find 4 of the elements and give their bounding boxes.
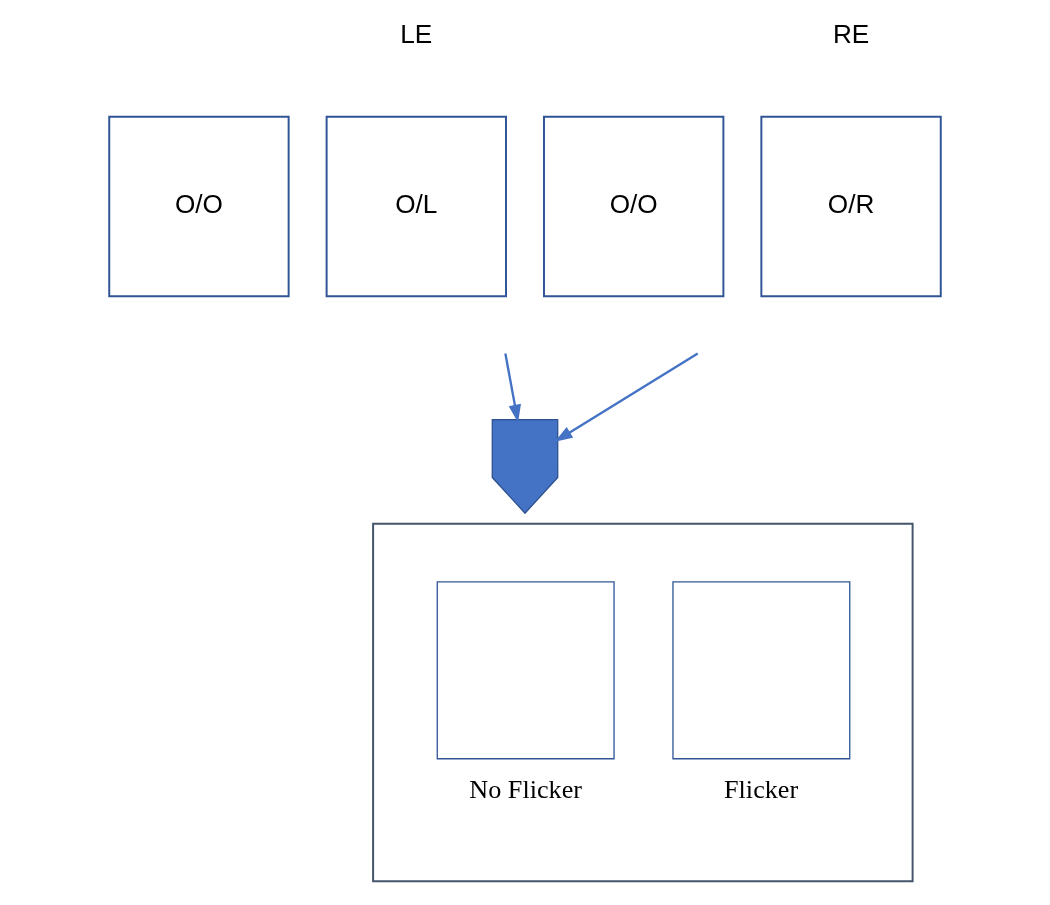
node-label: No Flicker	[469, 775, 583, 805]
label: RE	[832, 19, 870, 50]
node-label: Flicker	[724, 775, 799, 805]
label: LE	[400, 19, 433, 50]
